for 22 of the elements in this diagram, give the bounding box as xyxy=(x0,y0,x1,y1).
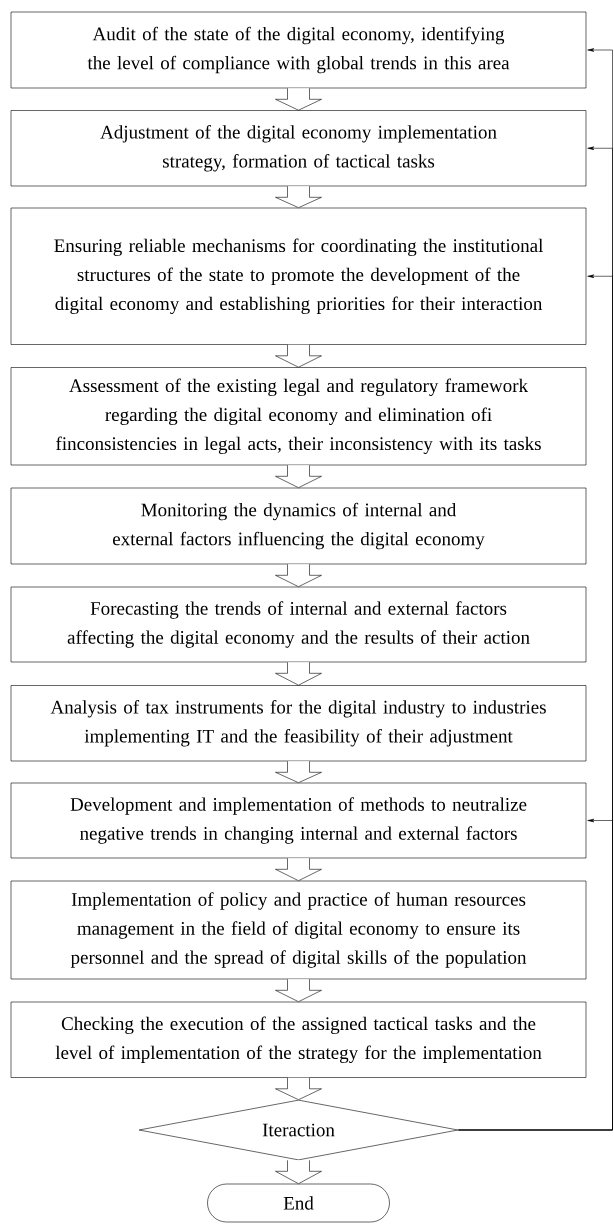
process-box: Implementation of policy and practice of human resources management in the field of digital economy to ensure its personnel and the spread of digital skills of the population xyxy=(10,880,587,980)
block-arrow xyxy=(275,1160,322,1184)
process-box: Ensuring reliable mechanisms for coordinating the institutional structures of the state to promote the development of the digital economy and establishing priorities for their interaction xyxy=(10,207,587,345)
process-box: Checking the execution of the assigned tactical tasks and the level of implementation of the strategy for the implementation xyxy=(10,1001,587,1078)
process-box: Analysis of tax instruments for the digital industry to industries implementing IT and the feasibility of their adjustment xyxy=(10,685,587,762)
block-arrow xyxy=(275,344,322,368)
block-arrow xyxy=(275,465,322,488)
process-box: Development and implementation of methods to neutralize negative trends in changing internal and external factors xyxy=(10,782,587,859)
block-arrow xyxy=(275,186,322,208)
block-arrow xyxy=(275,88,322,111)
process-box: Assessment of the existing legal and regulatory framework regarding the digital economy and elimination ofi finconsistencies in legal acts, their inconsistency with its tasks xyxy=(10,367,587,466)
block-arrow xyxy=(275,858,322,881)
block-arrow xyxy=(275,979,322,1002)
block-arrow xyxy=(275,662,322,686)
process-box: Monitoring the dynamics of internal and external factors influencing the digital economy xyxy=(10,487,587,565)
process-box: Audit of the state of the digital economy, identifying the level of compliance with global trends in this area xyxy=(10,11,587,89)
block-arrow xyxy=(275,1077,322,1100)
feedback-arrow xyxy=(458,818,613,1131)
process-box: Forecasting the trends of internal and external factors affecting the digital economy and the results of their action xyxy=(10,586,587,663)
block-arrow xyxy=(275,761,322,783)
block-arrow xyxy=(275,564,322,587)
process-box: Adjustment of the digital economy implementation strategy, formation of tactical tasks xyxy=(10,110,587,187)
